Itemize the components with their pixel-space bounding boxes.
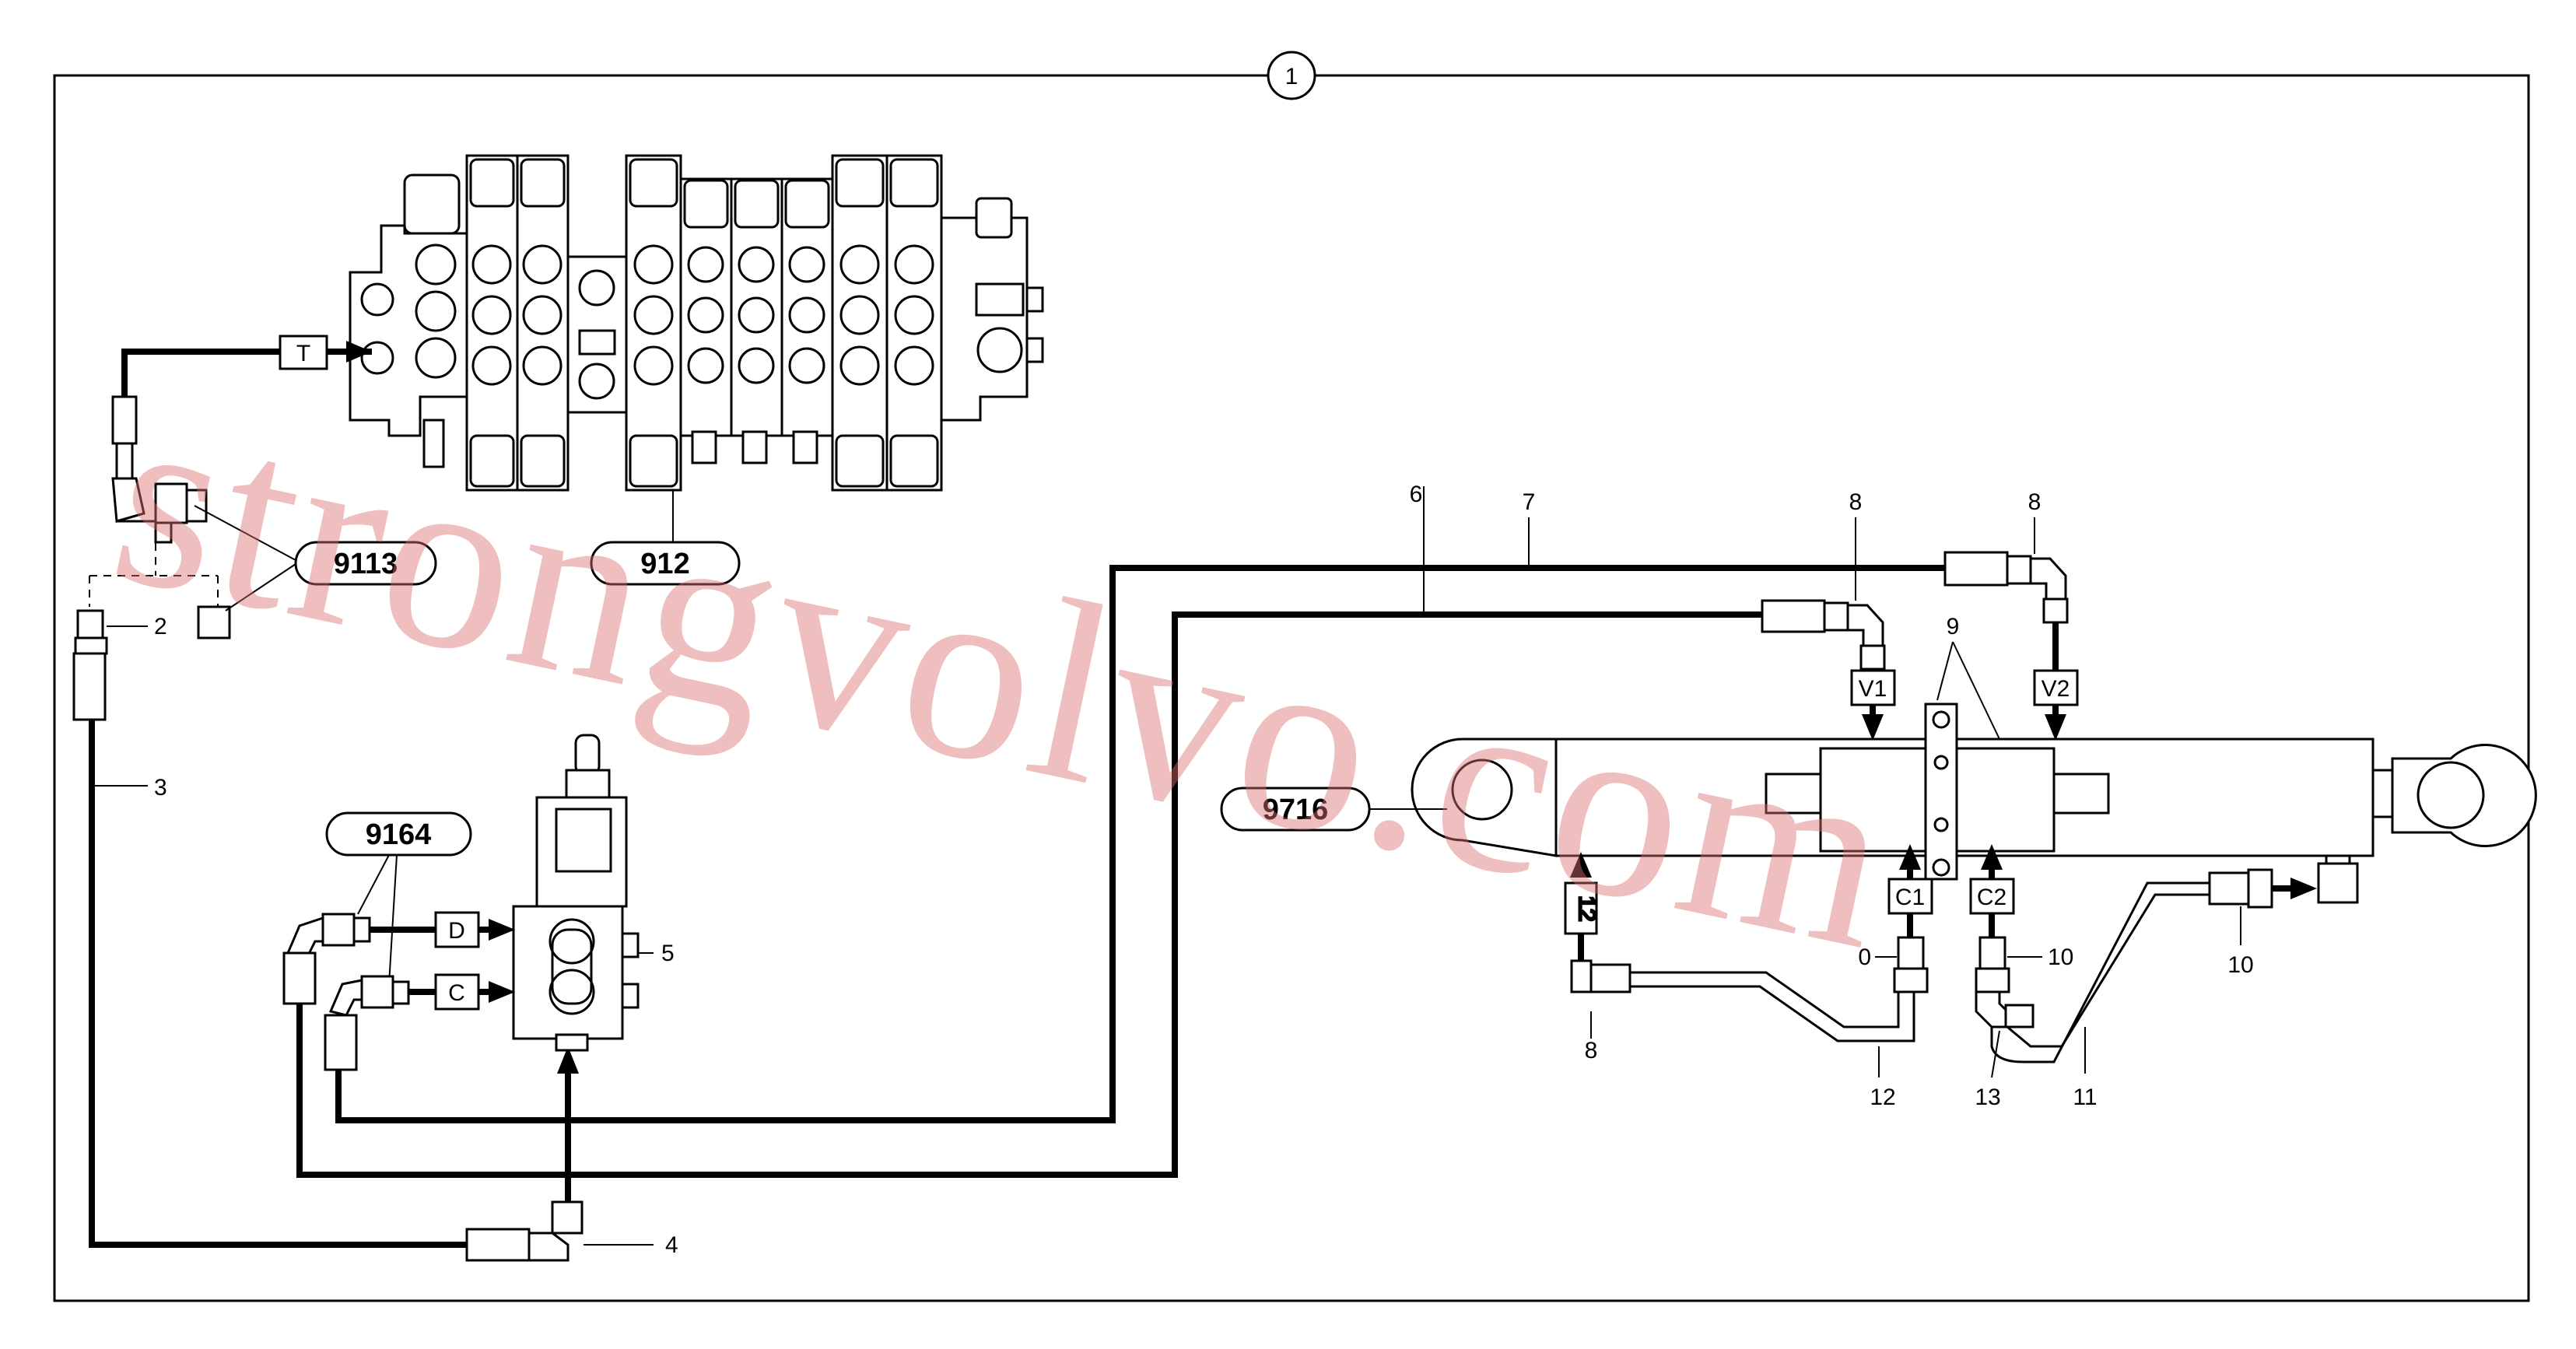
svg-text:C: C [448,980,465,1006]
c-port-line: C [393,973,515,1011]
watermark: strongvolvo.com [93,352,1916,1004]
callout-11: 11 [2073,1084,2097,1110]
callout-6: 6 [1410,482,1423,507]
callout-7: 7 [1523,489,1536,515]
callout-8-v2: 8 [2028,489,2042,515]
svg-text:9164: 9164 [366,818,432,851]
section-caps [469,158,939,488]
frame-marker: 1 [1267,51,1316,100]
hose-lines [296,565,1945,1178]
tee-fitting-assembly [111,395,208,544]
svg-text:9716: 9716 [1263,794,1329,826]
callout-5: 5 [661,941,675,966]
callout-12: 12 [1870,1084,1895,1110]
callout-13: 13 [1975,1084,2000,1110]
right-cylinder-fitting [2208,862,2359,909]
svg-text:V2: V2 [2042,676,2070,702]
rigid-tubes [1630,881,2210,1063]
callout-9: 9 [1947,614,1960,639]
c1-port-line: C1 [1887,844,1933,937]
callout-4: 4 [665,1232,678,1258]
callout-10-c2: 10 [2048,944,2073,970]
selector-label-pill: 9164 [325,811,472,985]
svg-text:D: D [448,918,465,944]
svg-text:9113: 9113 [334,548,398,580]
hydraulic-cylinder [1411,703,2537,881]
callout-8-v1: 8 [1849,489,1863,515]
svg-text:912: 912 [640,548,689,580]
tee-variants-dashed [89,543,219,607]
c2-port-line: C2 [1969,844,2015,937]
svg-text:V1: V1 [1859,676,1887,702]
lower-pipework: 12 [1564,852,2035,1028]
svg-text:C2: C2 [1977,885,2006,910]
svg-text:T: T [296,341,310,366]
section-ports [471,244,934,400]
svg-text:C1: C1 [1895,885,1925,910]
callout-10-c1: 0 [1858,944,1871,970]
callout-3: 3 [154,775,167,801]
svg-text:1: 1 [1285,64,1299,89]
selector-valve [512,734,640,1052]
d-port-line: D [354,911,515,948]
svg-text:12: 12 [1574,895,1600,921]
return-line [89,720,654,1262]
callout-8-lower: 8 [1585,1038,1598,1063]
callout-2: 2 [154,614,167,639]
hose-end-fittings [1761,551,2069,671]
v2-port-line: V2 [2033,622,2079,741]
fitting-2 [72,605,231,721]
tank-port-box [279,335,328,370]
control-valve-block [349,154,1044,492]
cylinder-label-pill: 9716 [1220,787,1447,832]
tank-line: T [121,335,372,397]
valve-block-label-pill: 912 [590,490,741,586]
callout-10-right: 10 [2227,952,2253,978]
tee-label-pill: 9113 [194,505,437,611]
v1-port-line: V1 [1850,669,1896,741]
